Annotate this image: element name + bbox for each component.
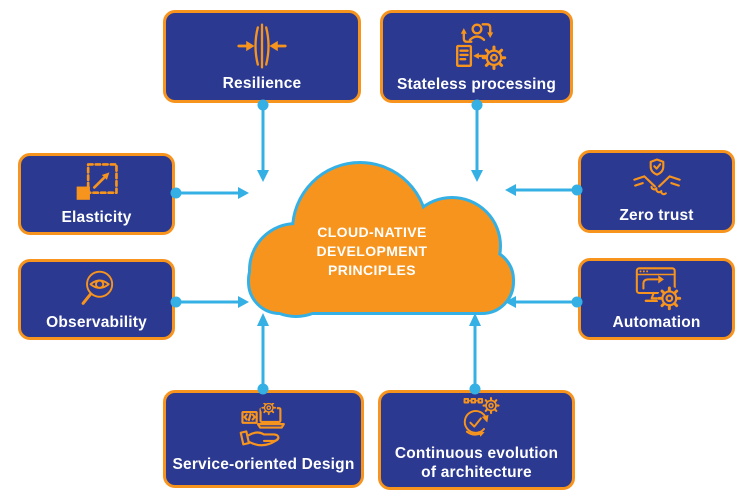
- node-resilience: Resilience: [163, 10, 361, 103]
- cloud-title: CLOUD-NATIVE DEVELOPMENT PRINCIPLES: [272, 223, 472, 280]
- node-automation: Automation: [578, 258, 735, 340]
- arrow-zero-trust-to-cloud: [505, 184, 583, 196]
- cloud-title-line: PRINCIPLES: [327, 262, 416, 279]
- arrow-continuous-evolution-to-cloud: [469, 313, 481, 395]
- node-elasticity: Elasticity: [18, 153, 175, 235]
- cloud-shape: [247, 161, 515, 318]
- arrow-automation-to-cloud: [505, 296, 583, 308]
- arrow-observability-to-cloud: [170, 296, 249, 308]
- node-service-oriented-design: Service-oriented Design: [163, 390, 364, 488]
- arrow-elasticity-to-cloud: [170, 187, 249, 199]
- user-process-gear-icon: [455, 22, 506, 70]
- arrow-service-design-to-cloud: [257, 313, 269, 395]
- monitor-gear-icon: [635, 267, 681, 311]
- loop-check-gear-icon: [463, 397, 500, 437]
- expand-square-icon: [76, 163, 118, 200]
- cloud-title-line: DEVELOPMENT: [316, 243, 428, 260]
- node-label: Service-oriented Design: [172, 456, 355, 474]
- compress-arrows-icon: [237, 23, 287, 69]
- magnifier-eye-icon: [81, 270, 113, 305]
- node-label: Zero trust: [619, 207, 694, 225]
- node-label: Continuous evolution of architecture: [394, 445, 559, 482]
- arrow-stateless-to-cloud: [471, 99, 483, 182]
- arrow-resilience-to-cloud: [257, 99, 269, 182]
- node-label: Stateless processing: [396, 75, 557, 93]
- node-label: Resilience: [222, 74, 302, 92]
- node-observability: Observability: [18, 259, 175, 340]
- hand-laptop-gear-icon: [239, 403, 285, 447]
- node-label: Observability: [46, 314, 147, 332]
- shield-handshake-icon: [632, 158, 681, 196]
- node-label: Elasticity: [61, 209, 132, 227]
- node-continuous-evolution: Continuous evolution of architecture: [378, 390, 575, 490]
- node-label: Automation: [612, 314, 701, 332]
- node-stateless-processing: Stateless processing: [380, 10, 573, 103]
- node-zero-trust: Zero trust: [578, 150, 735, 233]
- cloud-title-line: CLOUD-NATIVE: [317, 224, 427, 240]
